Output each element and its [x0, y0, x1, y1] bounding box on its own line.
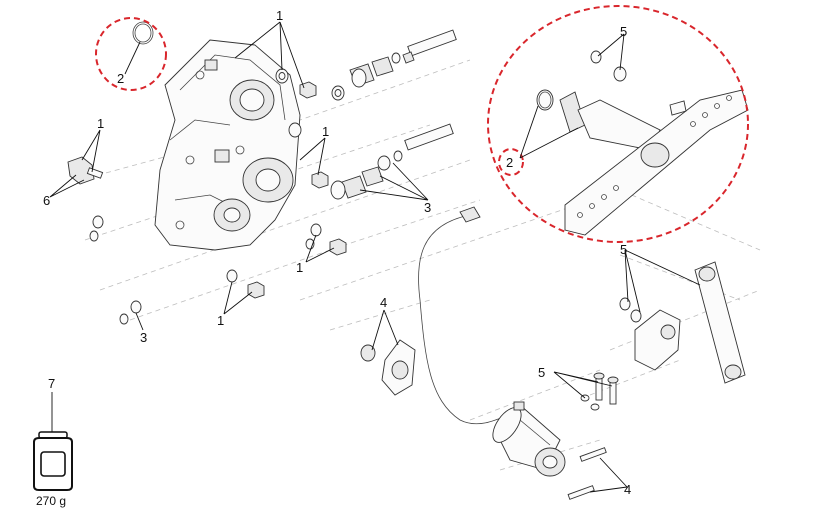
callout-5-bolts: 5	[538, 365, 545, 380]
plug-part-6	[67, 156, 104, 185]
washers-nuts-top	[275, 68, 345, 189]
detail-view-shift-shaft	[536, 50, 749, 236]
bolts-part-5	[580, 372, 619, 411]
bearing-sleeves-mid	[330, 123, 454, 200]
leader-lines	[49, 21, 701, 493]
gearbox-housing	[154, 39, 301, 251]
highlight-circles	[95, 5, 749, 243]
weight-label: 270 g	[36, 494, 66, 508]
callout-4-bracket: 4	[380, 295, 387, 310]
callout-4-bolts: 4	[624, 482, 631, 497]
callout-labels: 1 1 1 1 1 2 2 3 3 4 4 5 5 5 6 7	[43, 8, 631, 497]
callout-1-bottom: 1	[217, 313, 224, 328]
callout-1-lower: 1	[296, 260, 303, 275]
weight-icon: 270 g	[33, 392, 73, 508]
highlight-circle-small	[95, 17, 167, 91]
callout-1-top: 1	[276, 8, 283, 23]
washers-left	[89, 215, 347, 325]
electric-motor	[492, 401, 566, 477]
callout-2-left: 2	[117, 71, 124, 86]
circlip-part-2-left	[132, 21, 154, 45]
wiring-harness	[418, 206, 521, 425]
callout-3-mid: 3	[424, 200, 431, 215]
callout-2-detail: 2	[506, 155, 513, 170]
highlight-circle-tiny	[498, 148, 524, 176]
callout-7: 7	[48, 376, 55, 391]
motor-bracket-part-4	[360, 339, 416, 396]
shift-lever-link	[694, 261, 746, 384]
bearing-sleeves-top	[349, 29, 457, 88]
callout-5-bracket: 5	[620, 242, 627, 257]
bolts-part-4	[567, 447, 607, 500]
callout-1-mid: 1	[322, 124, 329, 139]
callout-1-left: 1	[97, 116, 104, 131]
highlight-circle-detail	[487, 5, 749, 243]
callout-6: 6	[43, 193, 50, 208]
callout-3-left: 3	[140, 330, 147, 345]
callout-5-detail: 5	[620, 24, 627, 39]
shift-bracket-part-5	[619, 297, 681, 371]
